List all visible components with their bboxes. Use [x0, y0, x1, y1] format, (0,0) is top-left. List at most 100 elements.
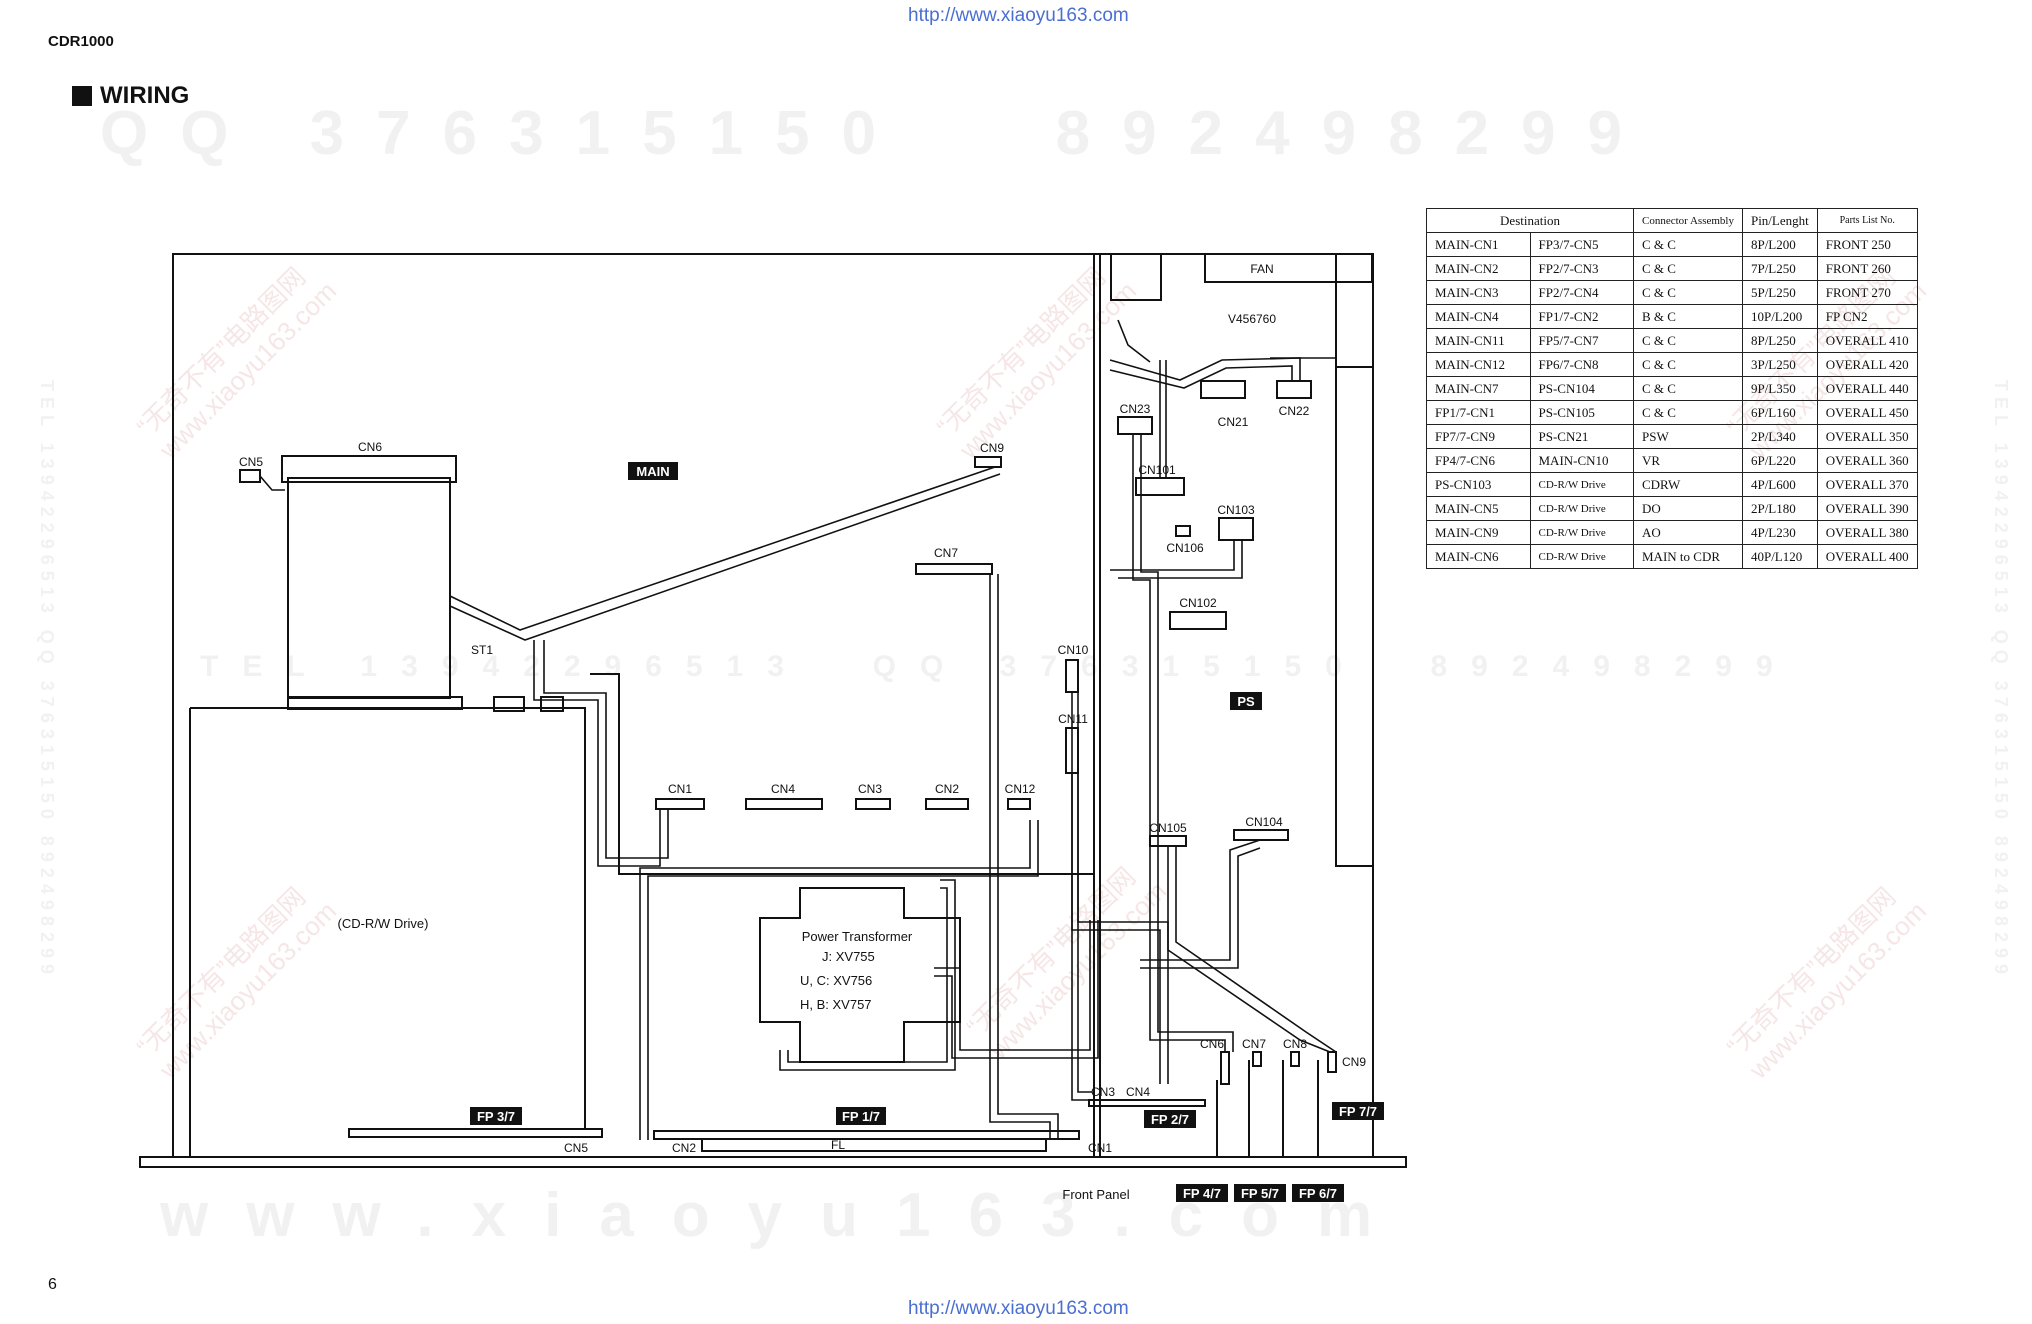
table-cell: 6P/L220 — [1741, 448, 1818, 473]
table-cell: C & C — [1633, 352, 1743, 377]
label-fan: FAN — [1250, 262, 1273, 276]
url-top[interactable]: http://www.xiaoyu163.com — [908, 5, 1129, 26]
table-cell: 2P/L180 — [1741, 496, 1818, 521]
table-cell: MAIN-CN3 — [1426, 280, 1531, 305]
table-cell: MAIN-CN5 — [1426, 496, 1531, 521]
table-cell: MAIN-CN6 — [1426, 544, 1531, 569]
table-cell: OVERALL 440 — [1816, 376, 1918, 401]
table-cell: MAIN-CN1 — [1426, 232, 1531, 257]
svg-text:FP 7/7: FP 7/7 — [1339, 1104, 1377, 1119]
table-cell: FP3/7-CN5 — [1529, 232, 1634, 257]
label-cn23: CN23 — [1120, 402, 1151, 416]
table-cell: MAIN to CDR — [1633, 544, 1743, 569]
label-cn3: CN3 — [858, 782, 882, 796]
table-cell: 2P/L340 — [1741, 424, 1818, 449]
watermark-side-left: TEL 13942296513 QQ 376315150 892498299 — [37, 380, 57, 980]
table-cell: FP1/7-CN2 — [1529, 304, 1634, 329]
table-cell: OVERALL 370 — [1816, 472, 1918, 497]
table-cell: C & C — [1633, 400, 1743, 425]
label-cn10: CN10 — [1058, 643, 1089, 657]
table-cell: C & C — [1633, 256, 1743, 281]
svg-text:FP 5/7: FP 5/7 — [1241, 1186, 1279, 1201]
table-cell: FP4/7-CN6 — [1426, 448, 1531, 473]
label-cn104: CN104 — [1245, 815, 1283, 829]
label-fp-cn5: CN5 — [564, 1141, 588, 1155]
table-cell: FRONT 270 — [1816, 280, 1918, 305]
fan — [1204, 253, 1373, 283]
label-fp-cn8: CN8 — [1283, 1037, 1307, 1051]
tag-fp4 — [1176, 1184, 1228, 1202]
table-cell: FP2/7-CN4 — [1529, 280, 1634, 305]
table-cell: C & C — [1633, 232, 1743, 257]
table-cell: OVERALL 360 — [1816, 448, 1918, 473]
table-cell: FP7/7-CN9 — [1426, 424, 1531, 449]
tag-fp6 — [1292, 1184, 1344, 1202]
model-name: CDR1000 — [48, 33, 114, 50]
svg-text:FP 4/7: FP 4/7 — [1183, 1186, 1221, 1201]
label-cn4: CN4 — [771, 782, 795, 796]
tag-main — [628, 462, 678, 480]
label-cn9: CN9 — [980, 441, 1004, 455]
label-fl: FL — [831, 1138, 845, 1152]
table-cell: 4P/L230 — [1741, 520, 1818, 545]
table-cell: 4P/L600 — [1741, 472, 1818, 497]
front-panel-bar — [139, 1156, 1407, 1168]
table-cell: OVERALL 380 — [1816, 520, 1918, 545]
table-cell: OVERALL 350 — [1816, 424, 1918, 449]
wiring-parts-table: Destination Connector Assembly Pin/Lengh… — [1426, 208, 1918, 569]
svg-text:FP 1/7: FP 1/7 — [842, 1109, 880, 1124]
label-cn1: CN1 — [668, 782, 692, 796]
table-cell: 7P/L250 — [1741, 256, 1818, 281]
table-cell: CD-R/W Drive — [1529, 496, 1634, 521]
table-cell: FRONT 260 — [1816, 256, 1918, 281]
table-cell: FRONT 250 — [1816, 232, 1918, 257]
table-cell: PS-CN105 — [1529, 400, 1634, 425]
table-cell: PSW — [1633, 424, 1743, 449]
svg-text:FP 6/7: FP 6/7 — [1299, 1186, 1337, 1201]
header-parts-list-no: Parts List No. — [1816, 208, 1918, 233]
tag-fp7 — [1332, 1102, 1384, 1120]
url-bottom[interactable]: http://www.xiaoyu163.com — [908, 1298, 1129, 1319]
label-fp-cn3: CN3 — [1091, 1085, 1115, 1099]
header-connector-assembly: Connector Assembly — [1633, 208, 1743, 233]
table-cell: PS-CN21 — [1529, 424, 1634, 449]
section-title: WIRING — [72, 82, 189, 110]
table-cell: 40P/L120 — [1741, 544, 1818, 569]
watermark-middle: TEL 13942296513 QQ 376315150 892498299 — [200, 650, 1797, 683]
table-cell: CD-R/W Drive — [1529, 520, 1634, 545]
table-cell: CD-R/W Drive — [1529, 544, 1634, 569]
label-cn6: CN6 — [358, 440, 382, 454]
label-drive: (CD-R/W Drive) — [338, 916, 429, 931]
table-cell: MAIN-CN7 — [1426, 376, 1531, 401]
label-cn11: CN11 — [1058, 712, 1088, 726]
label-fp-cn7: CN7 — [1242, 1037, 1266, 1051]
watermark-side-right: TEL 13942296513 QQ 376315150 892498299 — [1991, 380, 2011, 980]
table-cell: AO — [1633, 520, 1743, 545]
table-cell: PS-CN104 — [1529, 376, 1634, 401]
table-cell: 8P/L250 — [1741, 328, 1818, 353]
label-cn102: CN102 — [1179, 596, 1217, 610]
table-cell: 6P/L160 — [1741, 400, 1818, 425]
label-pt-title: Power Transformer — [802, 929, 913, 944]
table-cell: 5P/L250 — [1741, 280, 1818, 305]
table-cell: OVERALL 400 — [1816, 544, 1918, 569]
label-cn106: CN106 — [1166, 541, 1204, 555]
table-cell: OVERALL 390 — [1816, 496, 1918, 521]
table-cell: FP5/7-CN7 — [1529, 328, 1634, 353]
label-fp-cn6: CN6 — [1200, 1037, 1224, 1051]
svg-text:FP 2/7: FP 2/7 — [1151, 1112, 1189, 1127]
table-cell: OVERALL 450 — [1816, 400, 1918, 425]
table-cell: CD-R/W Drive — [1529, 472, 1634, 497]
label-cn12: CN12 — [1005, 782, 1036, 796]
table-cell: DO — [1633, 496, 1743, 521]
label-cn21: CN21 — [1218, 415, 1249, 429]
table-cell: MAIN-CN12 — [1426, 352, 1531, 377]
